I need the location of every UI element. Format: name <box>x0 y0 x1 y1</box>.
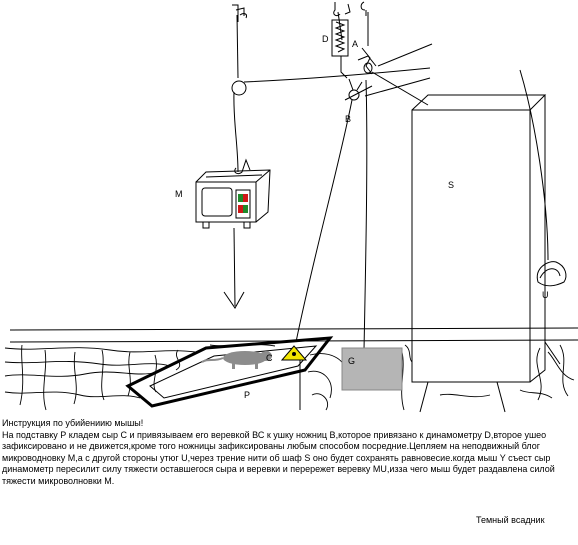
scale-g <box>341 347 403 391</box>
pulley-suspension-rope <box>236 14 239 79</box>
rope-bc <box>295 99 353 343</box>
ceiling-hook-middle <box>333 2 351 17</box>
instruction-block: Инструкция по убийениию мышы! На подстав… <box>2 418 576 488</box>
rope-to-microwave <box>233 91 239 173</box>
label-u: U <box>542 290 549 300</box>
trap-diagram: D A B M S U C G P <box>4 1 578 413</box>
rope-cross-2 <box>364 77 431 97</box>
rope-to-iron <box>519 69 549 261</box>
microwave-m <box>195 169 271 229</box>
scissors-blade-lower <box>357 55 377 67</box>
label-m: M <box>175 189 183 199</box>
ceiling-hook-right <box>360 1 367 16</box>
label-c: C <box>266 353 273 363</box>
cabinet-leg-2 <box>496 381 506 413</box>
fall-arrow-shaft <box>233 227 236 307</box>
table-top-back <box>9 327 578 331</box>
fall-arrow-head <box>223 291 245 309</box>
support-line-left <box>344 85 373 101</box>
microwave-leg-right <box>243 221 251 229</box>
cabinet-leg-3 <box>544 341 561 365</box>
label-g: G <box>348 356 355 366</box>
instruction-text: На подставку Р кладем сыр С и привязывае… <box>2 429 555 486</box>
cabinet-s <box>411 94 561 413</box>
cabinet-leg-1 <box>419 381 429 413</box>
signature: Темный всадник <box>476 515 545 525</box>
microwave-hook <box>234 158 251 175</box>
scissors-link <box>348 78 363 91</box>
dynamometer-hook <box>340 56 348 79</box>
rope-over-cabinet <box>243 67 431 83</box>
scissors-ring-b <box>348 89 360 101</box>
label-s: S <box>448 180 454 190</box>
cheese-c <box>280 345 308 361</box>
fixed-pulley <box>231 80 247 96</box>
dynamometer-d <box>331 19 349 57</box>
mouse <box>201 351 272 369</box>
iron-u <box>536 261 567 287</box>
scissors-handle <box>363 62 373 74</box>
microwave-vent <box>205 174 263 178</box>
rope-cross-1 <box>377 43 433 67</box>
scissors-blade-upper <box>361 47 373 75</box>
label-d: D <box>322 34 329 44</box>
instruction-title: Инструкция по убийениию мышы! <box>2 418 144 428</box>
rope-scissors-to-cabinet <box>371 71 429 106</box>
label-p: P <box>244 390 250 400</box>
spring-coil-d <box>334 21 346 53</box>
microwave-control-panel <box>238 194 248 213</box>
ceiling-hook-left <box>232 4 247 22</box>
microwave-leg-left <box>202 221 210 229</box>
label-a: A <box>352 39 358 49</box>
rope-to-scale <box>363 79 371 381</box>
label-b: B <box>345 114 351 124</box>
